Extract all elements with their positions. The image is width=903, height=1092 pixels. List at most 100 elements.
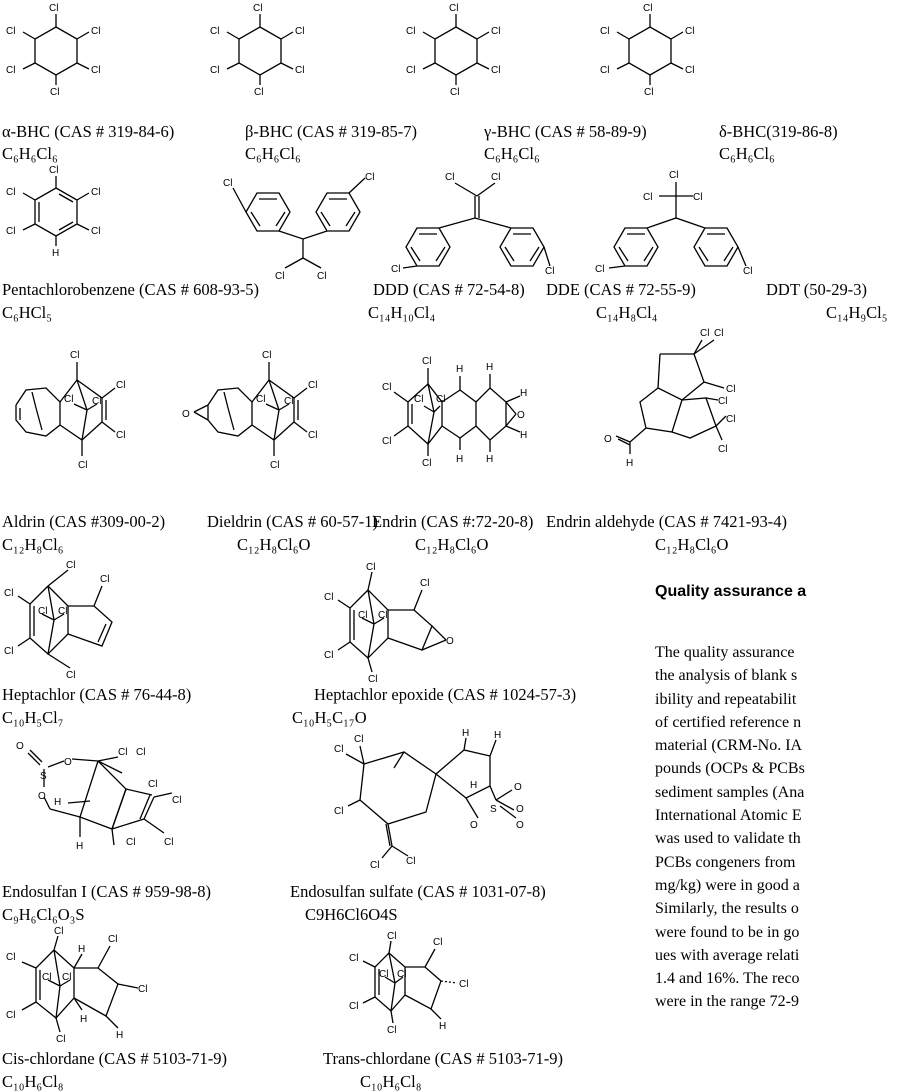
cl-label: Cl bbox=[210, 26, 219, 37]
o-label: O bbox=[182, 409, 190, 420]
formula-heptachlor: C₁₀H₅Cl₇ bbox=[2, 708, 64, 727]
endrin-aldehyde-svg: Cl Cl Cl Cl Cl Cl O H bbox=[604, 328, 735, 469]
formula-ddt: C₁₄H₉Cl₅ bbox=[826, 303, 888, 322]
caption-gamma-bhc: γ-BHC (CAS # 58-89-9) bbox=[484, 122, 647, 141]
structure-endrin: Cl Cl Cl Cl Cl Cl H H H H H H O bbox=[380, 340, 550, 470]
formula-ddd: C₁₄H₁₀Cl₄ bbox=[368, 303, 436, 322]
caption-endrin: Endrin (CAS #:72-20-8) bbox=[372, 512, 534, 531]
cl-label: Cl bbox=[354, 734, 363, 745]
structure-ddd: Cl Cl Cl Cl bbox=[205, 168, 410, 282]
cl-label: Cl bbox=[365, 172, 374, 183]
cl-label: Cl bbox=[136, 747, 145, 758]
h-label: H bbox=[462, 728, 469, 739]
cl-label: Cl bbox=[70, 350, 79, 361]
cl-label: Cl bbox=[669, 170, 678, 181]
cl-label: Cl bbox=[275, 271, 284, 282]
delta-bhc-svg: Cl Cl Cl Cl Cl Cl bbox=[600, 3, 694, 98]
paragraph-line: Similarly, the results o bbox=[655, 900, 799, 918]
paragraph-line: The quality assurance bbox=[655, 644, 795, 661]
cl-label: Cl bbox=[54, 926, 63, 937]
cl-label: Cl bbox=[108, 934, 117, 945]
structure-heptachlor: Cl Cl Cl Cl Cl Cl Cl bbox=[2, 556, 152, 681]
cl-label: Cl bbox=[693, 192, 702, 203]
cl-label: Cl bbox=[491, 65, 500, 76]
cl-label: Cl bbox=[49, 3, 58, 14]
structure-endrin-aldehyde: Cl Cl Cl Cl Cl Cl O H bbox=[590, 318, 760, 478]
caption-endosulfan-sulfate: Endosulfan sulfate (CAS # 1031-07-8) bbox=[290, 882, 546, 901]
caption-delta-bhc: δ-BHC(319-86-8) bbox=[719, 122, 838, 141]
o-label: O bbox=[38, 791, 46, 802]
cl-label: Cl bbox=[91, 226, 100, 237]
cl-label: Cl bbox=[270, 460, 279, 471]
cl-label: Cl bbox=[379, 969, 388, 980]
cl-label: Cl bbox=[324, 650, 333, 661]
cl-label: Cl bbox=[4, 646, 13, 657]
cl-label: Cl bbox=[116, 430, 125, 441]
o-label: O bbox=[517, 410, 525, 421]
cl-label: Cl bbox=[78, 460, 87, 471]
cl-label: Cl bbox=[349, 953, 358, 964]
cl-label: Cl bbox=[600, 26, 609, 37]
paragraph-line: were found to be in go bbox=[655, 923, 800, 941]
cis-chlordane-svg: Cl Cl Cl Cl Cl Cl Cl Cl H H H bbox=[6, 926, 147, 1045]
h-label: H bbox=[76, 841, 83, 852]
cl-label: Cl bbox=[91, 65, 100, 76]
caption-alpha-bhc: α-BHC (CAS # 319-84-6) bbox=[2, 122, 175, 141]
h-label: H bbox=[520, 388, 527, 399]
cl-label: Cl bbox=[49, 165, 58, 176]
cl-label: Cl bbox=[126, 837, 135, 848]
cl-label: Cl bbox=[406, 26, 415, 37]
alpha-bhc-svg: Cl Cl Cl Cl Cl Cl bbox=[6, 3, 100, 98]
cl-label: Cl bbox=[370, 860, 379, 871]
cl-label: Cl bbox=[138, 984, 147, 995]
cl-label: Cl bbox=[262, 350, 271, 361]
trans-chlordane-svg: Cl Cl Cl Cl Cl Cl Cl Cl H bbox=[349, 931, 468, 1036]
cl-label: Cl bbox=[368, 674, 377, 685]
o-label: O bbox=[516, 804, 524, 815]
caption-endrin-aldehyde: Endrin aldehyde (CAS # 7421-93-4) bbox=[546, 512, 788, 531]
cl-label: Cl bbox=[42, 972, 51, 983]
dieldrin-svg: O Cl Cl Cl Cl Cl Cl bbox=[182, 350, 317, 471]
formula-beta-bhc: C₆H₆Cl₆ bbox=[245, 144, 301, 163]
cl-label: Cl bbox=[685, 26, 694, 37]
o-label: O bbox=[446, 636, 454, 647]
cl-label: Cl bbox=[685, 65, 694, 76]
structure-beta-bhc: Cl Cl Cl Cl Cl Cl bbox=[206, 3, 314, 98]
cl-label: Cl bbox=[324, 592, 333, 603]
caption-cis-chlordane: Cis-chlordane (CAS # 5103-71-9) bbox=[2, 1049, 228, 1068]
cl-label: Cl bbox=[491, 172, 500, 183]
cl-label: Cl bbox=[6, 26, 15, 37]
structure-endosulfan-i: O S O O Cl Cl Cl Cl Cl Cl H H bbox=[14, 733, 214, 873]
cl-label: Cl bbox=[397, 969, 406, 980]
cl-label: Cl bbox=[210, 65, 219, 76]
cl-label: Cl bbox=[406, 856, 415, 867]
s-label: S bbox=[40, 771, 47, 782]
cl-label: Cl bbox=[284, 396, 293, 407]
aldrin-svg: Cl Cl Cl Cl Cl Cl bbox=[15, 350, 125, 471]
structure-delta-bhc: Cl Cl Cl Cl Cl Cl bbox=[596, 3, 704, 98]
paragraph-line: 1.4 and 16%. The reco bbox=[655, 970, 800, 988]
cl-label: Cl bbox=[308, 430, 317, 441]
formula-endrin: C₁₂H₈Cl₆O bbox=[415, 535, 489, 554]
cl-label: Cl bbox=[334, 744, 343, 755]
endrin-svg: Cl Cl Cl Cl Cl Cl H H H H H H O bbox=[382, 356, 527, 469]
cl-label: Cl bbox=[643, 192, 652, 203]
cl-label: Cl bbox=[714, 328, 723, 339]
endosulfan-i-svg: O S O O Cl Cl Cl Cl Cl Cl H H bbox=[16, 741, 181, 852]
structure-alpha-bhc: Cl Cl Cl Cl Cl Cl bbox=[2, 3, 110, 98]
cl-label: Cl bbox=[256, 394, 265, 405]
cl-label: Cl bbox=[253, 3, 262, 14]
paragraph-line: the analysis of blank s bbox=[655, 667, 798, 685]
cl-label: Cl bbox=[6, 1010, 15, 1021]
formula-dde: C₁₄H₈Cl₄ bbox=[596, 303, 658, 322]
cl-label: Cl bbox=[6, 952, 15, 963]
cl-label: Cl bbox=[308, 380, 317, 391]
cl-label: Cl bbox=[420, 578, 429, 589]
h-label: H bbox=[456, 364, 463, 375]
structure-heptachlor-epoxide: Cl Cl Cl Cl Cl Cl Cl O bbox=[322, 560, 482, 685]
structure-pentachlorobenzene: Cl Cl Cl H Cl Cl bbox=[2, 165, 112, 266]
cl-label: Cl bbox=[449, 3, 458, 14]
o-label: O bbox=[16, 741, 24, 752]
paragraph-line: International Atomic E bbox=[655, 807, 802, 825]
formula-endosulfan-sulfate: C9H6Cl6O4S bbox=[305, 905, 398, 924]
